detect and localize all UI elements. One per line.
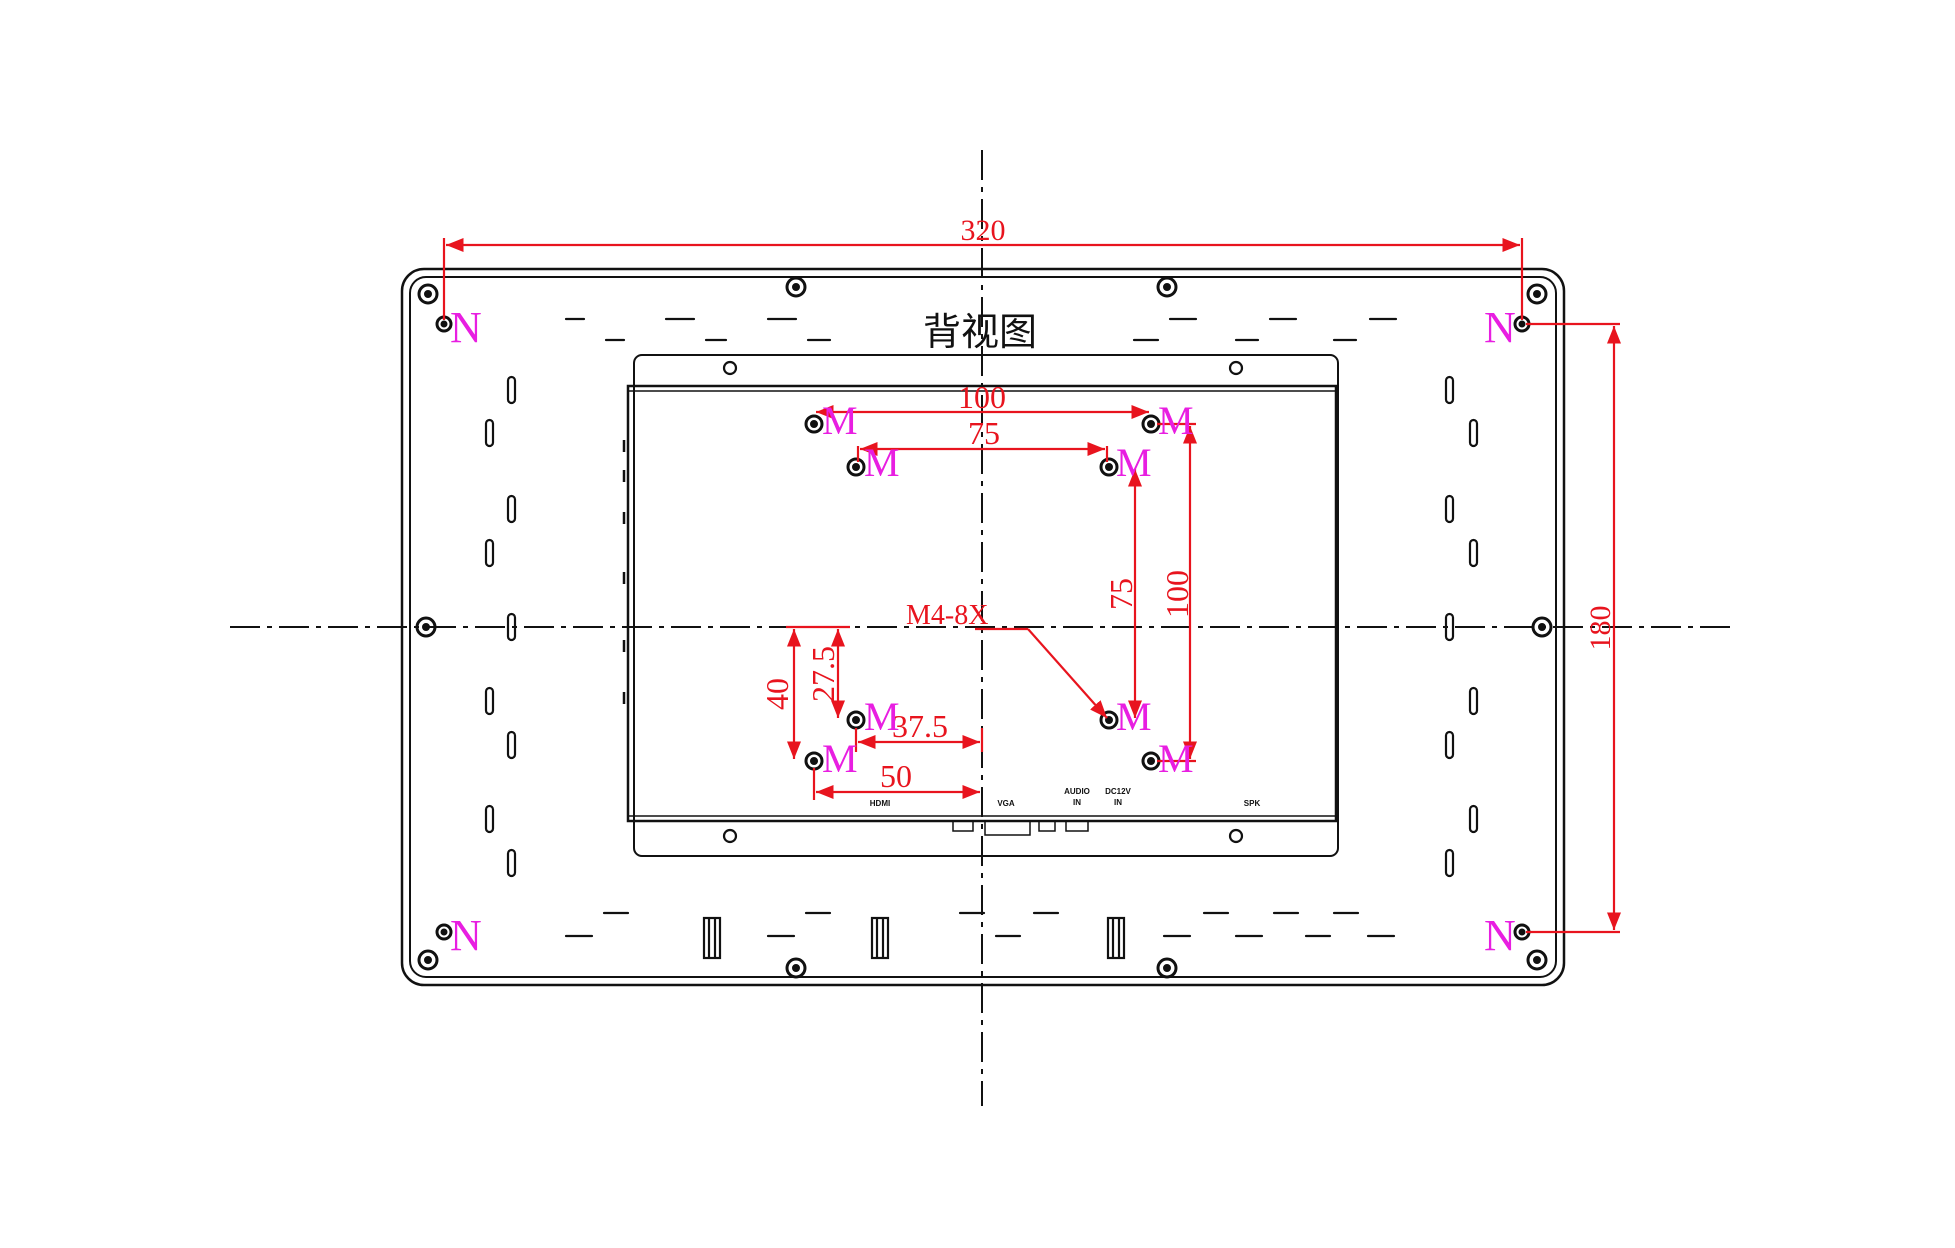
port-label-audio-1: AUDIO — [1064, 787, 1090, 796]
marker-m-75-tr: M — [1116, 440, 1152, 485]
marker-n-top-right: N — [1484, 303, 1516, 352]
port-label-audio-2: IN — [1073, 798, 1081, 807]
view-title: 背视图 — [923, 310, 1037, 354]
marker-n-top-left: N — [450, 303, 482, 352]
screw-callout: M4-8X — [906, 600, 988, 631]
marker-m-75-br: M — [1116, 694, 1152, 739]
dim-offset-37-5: 37.5 — [892, 708, 948, 744]
dim-overall-height: 180 — [1584, 606, 1617, 651]
dim-offset-40: 40 — [759, 678, 795, 710]
marker-m-75-tl: M — [864, 440, 900, 485]
marker-m-100-tr: M — [1158, 398, 1194, 443]
marker-n-bottom-left: N — [450, 911, 482, 960]
port-label-dc-1: DC12V — [1105, 787, 1131, 796]
dim-vesa75-height: 75 — [1103, 578, 1139, 610]
dim-offset-50: 50 — [880, 758, 912, 794]
dim-vesa100-width: 100 — [958, 379, 1006, 415]
marker-m-100-br: M — [1158, 736, 1194, 781]
dimension-lines — [442, 237, 1622, 934]
marker-n-bottom-right: N — [1484, 911, 1516, 960]
dim-vesa75-width: 75 — [968, 415, 1000, 451]
port-label-hdmi: HDMI — [870, 799, 890, 808]
port-label-spk: SPK — [1244, 799, 1261, 808]
marker-m-75-bl: M — [864, 694, 900, 739]
dim-offset-27-5: 27.5 — [805, 646, 841, 702]
port-label-vga: VGA — [997, 799, 1015, 808]
mounting-holes — [415, 276, 1553, 979]
ventilation-slots — [564, 317, 1398, 938]
port-label-dc-2: IN — [1114, 798, 1122, 807]
marker-m-100-tl: M — [822, 398, 858, 443]
marker-m-100-bl: M — [822, 736, 858, 781]
dim-vesa100-height: 100 — [1159, 570, 1195, 618]
dim-overall-width: 320 — [961, 214, 1006, 247]
